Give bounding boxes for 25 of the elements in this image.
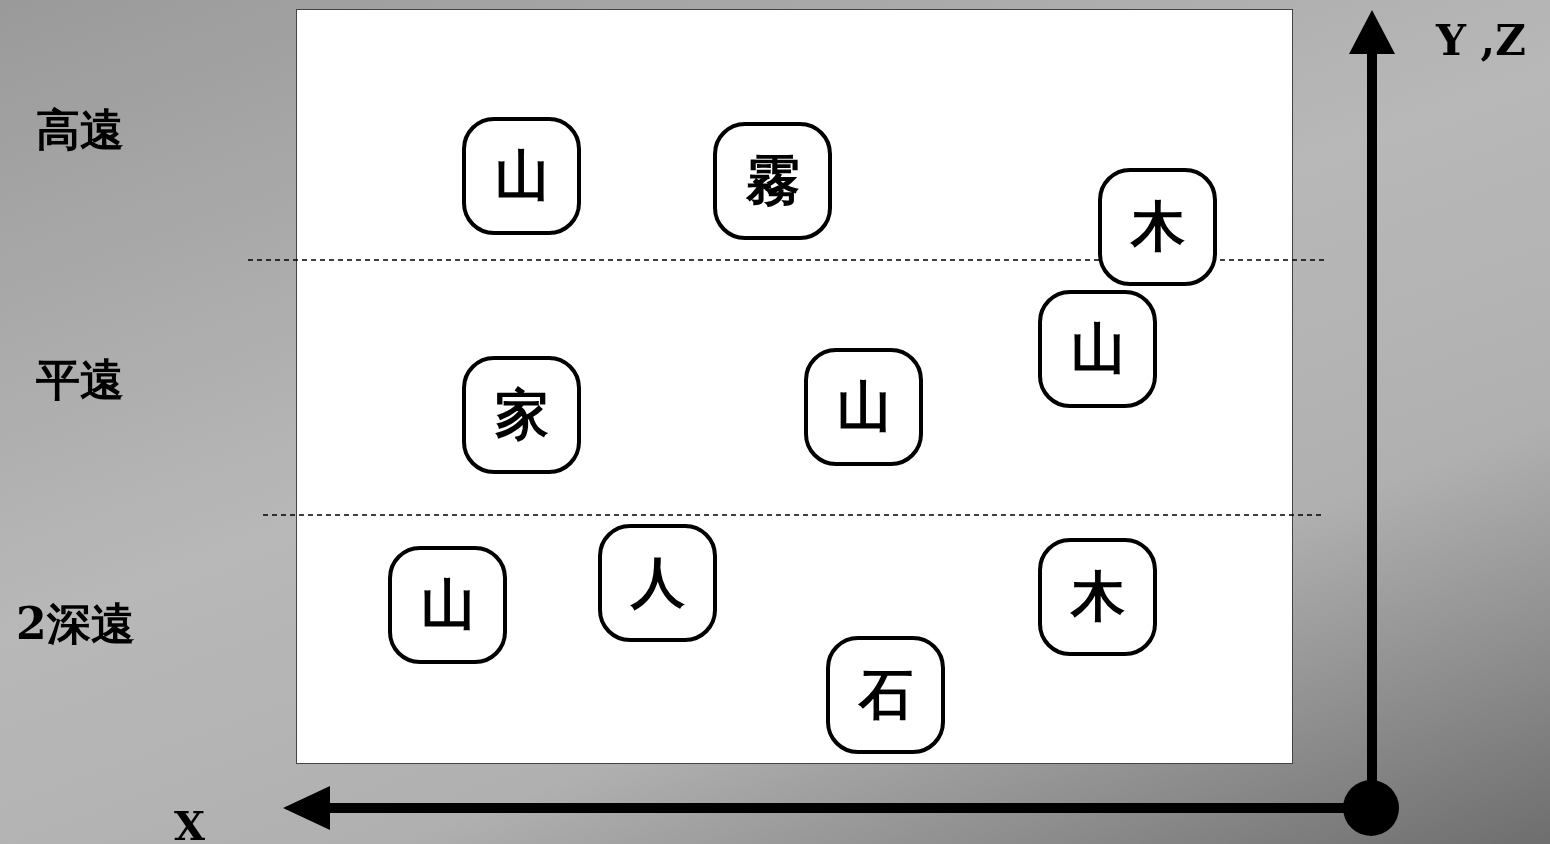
axis-label: X — [174, 806, 206, 844]
rounded-box — [713, 122, 832, 240]
rounded-box — [1038, 538, 1157, 656]
character-label: 山 — [420, 578, 475, 632]
character-label: 霧 — [745, 154, 800, 208]
axis-label: Y ,Z — [1436, 20, 1526, 62]
rounded-box — [826, 636, 945, 754]
band-label: 2深遠 — [16, 602, 135, 646]
character-label: 家 — [494, 388, 549, 442]
character-label: 木 — [1130, 200, 1185, 254]
character-label: 山 — [494, 149, 549, 203]
rounded-box — [1098, 168, 1217, 286]
character-label: 山 — [836, 380, 891, 434]
band-label: 高遠 — [36, 108, 124, 152]
character-label: 山 — [1070, 322, 1125, 376]
rounded-box — [462, 117, 581, 235]
character-label: 人 — [630, 556, 685, 610]
rounded-box — [1038, 290, 1157, 408]
rounded-box — [462, 356, 581, 474]
rounded-box — [388, 546, 507, 664]
rounded-box — [804, 348, 923, 466]
band-label: 平遠 — [36, 358, 124, 402]
character-label: 石 — [858, 668, 913, 722]
character-label: 木 — [1070, 570, 1125, 624]
rounded-box — [598, 524, 717, 642]
